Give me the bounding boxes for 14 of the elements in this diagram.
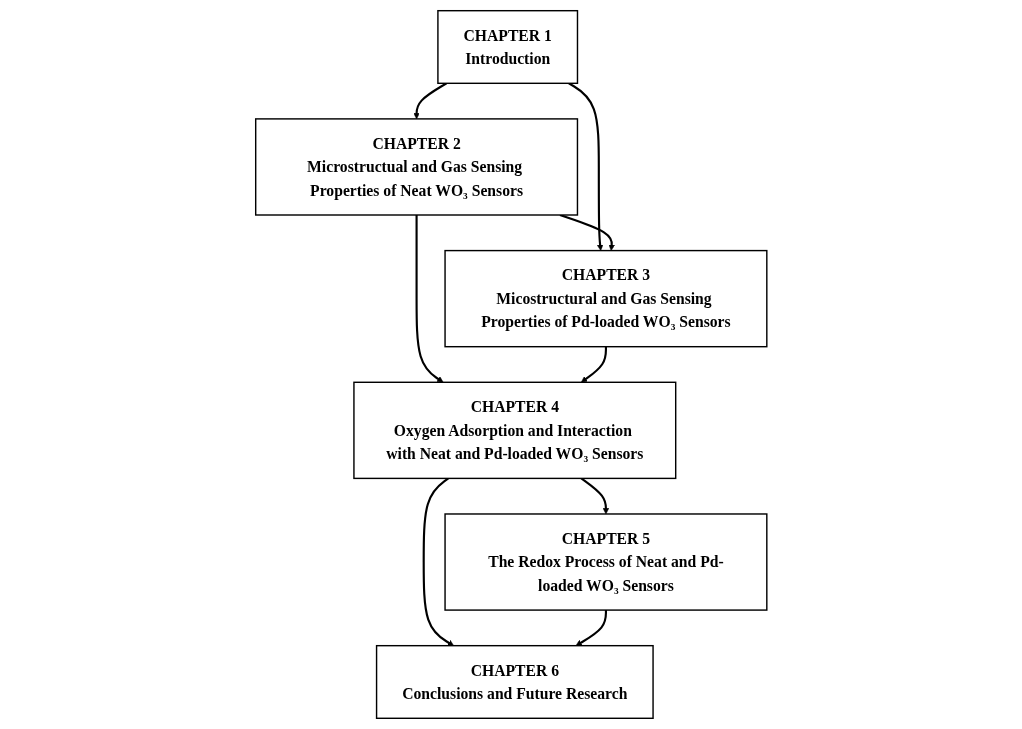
node-box: CHAPTER 2 Microstructual and Gas Sensing Properties of Neat WO₃ Sensors	[254, 118, 578, 216]
arrow	[580, 477, 609, 515]
node-box: CHAPTER 3 Micostructural and Gas Sensing Properties of Pd-loaded WO₃ Sensors	[444, 249, 768, 348]
node-box: CHAPTER 1 Introduction	[436, 10, 578, 84]
arrow	[415, 215, 444, 383]
arrow	[580, 346, 607, 383]
arrow	[575, 610, 607, 646]
arrow	[568, 82, 603, 251]
arrow	[413, 82, 447, 120]
arrow	[559, 214, 615, 251]
node-box: CHAPTER 4 Oxygen Adsorption and Interaction with Neat and Pd-loaded WO₃ Sensors	[352, 381, 677, 480]
arrow	[422, 477, 454, 646]
node-box: CHAPTER 6 Conclusions and Future Research	[375, 644, 654, 719]
node-box: CHAPTER 5 The Redox Process of Neat and Pd-loaded WO₃ Sensors	[444, 513, 768, 611]
